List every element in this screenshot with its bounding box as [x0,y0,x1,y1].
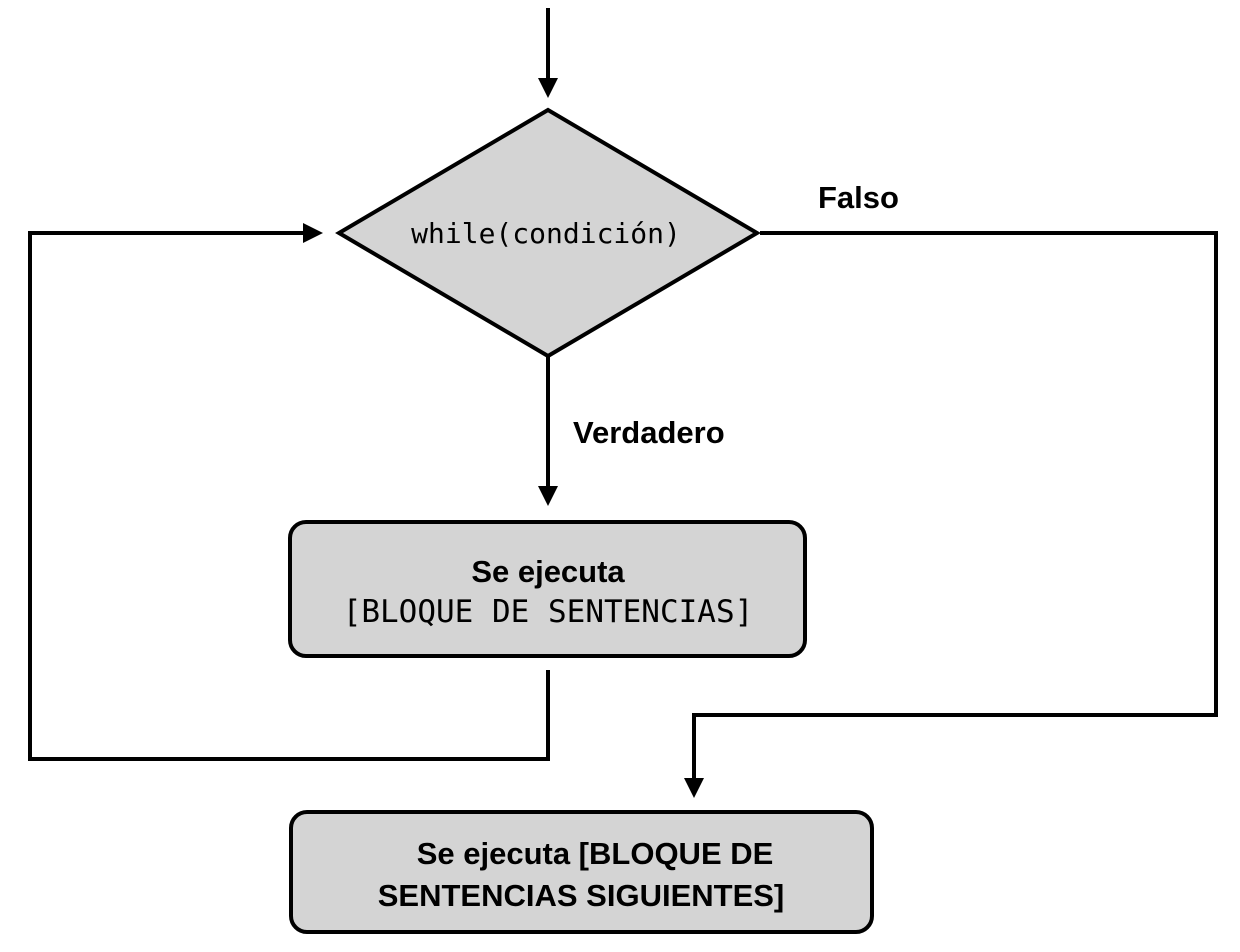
loop-back-arrow [28,223,550,761]
true-label: Verdadero [573,415,725,450]
decision-node: while(condición) [335,107,761,359]
entry-arrow [538,8,558,98]
next-block: Se ejecuta [BLOQUE DE SENTENCIAS SIGUIEN… [289,810,874,934]
next-block-line1: Se ejecuta [BLOQUE DE [417,836,774,871]
loop-body-box [288,520,807,658]
next-block-box [289,810,874,934]
false-branch: Falso [684,180,1218,798]
false-label: Falso [818,180,899,215]
loop-body-line2: [BLOQUE DE SENTENCIAS] [343,594,754,630]
next-block-line2: SENTENCIAS SIGUIENTES] [378,878,785,913]
loop-body-block: Se ejecuta [BLOQUE DE SENTENCIAS] [288,520,807,658]
loop-body-line1: Se ejecuta [471,554,625,589]
decision-condition-label: while(condición) [411,217,681,250]
true-branch: Verdadero [538,356,725,506]
